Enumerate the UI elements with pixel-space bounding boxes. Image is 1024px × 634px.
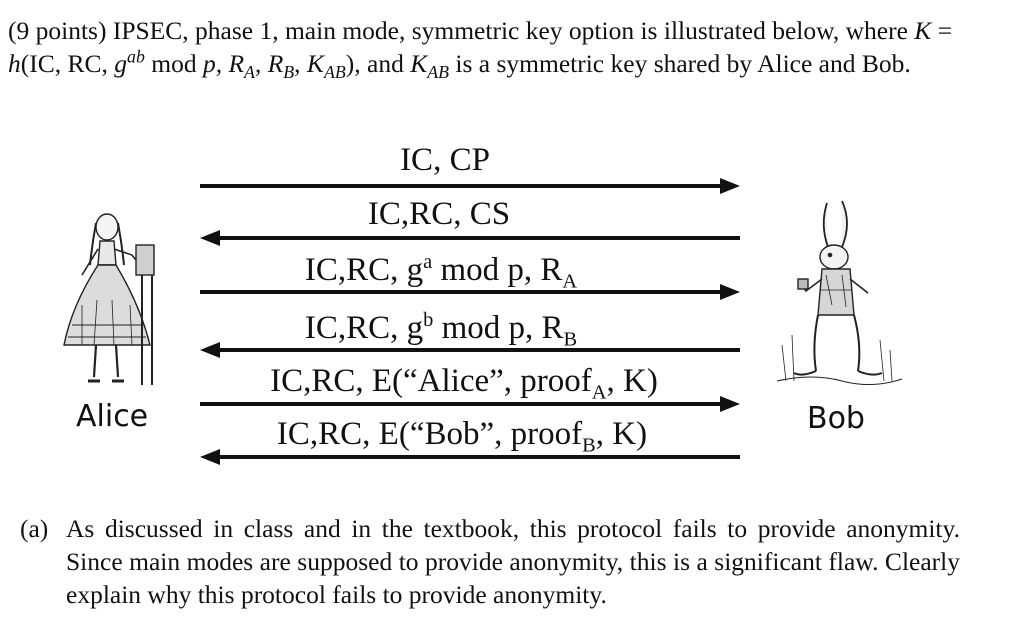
formula-ab: ab xyxy=(127,46,145,67)
formula-close: ), xyxy=(345,49,361,78)
formula-p: p, xyxy=(202,49,223,78)
message-4-label: IC,RC, gb mod p, RB xyxy=(304,309,578,351)
formula-kab-sub: AB xyxy=(323,62,346,83)
formula-g: g xyxy=(114,49,128,78)
message-5-label: IC,RC, E(“Alice”, proofA, K) xyxy=(270,363,658,404)
formula-rb-sub: B xyxy=(283,62,295,83)
question-tag: (a) xyxy=(20,514,49,543)
intro-lead: IPSEC, phase 1, main mode, symmetric key… xyxy=(112,16,908,45)
and-text: and xyxy=(367,49,404,78)
message-1-arrowhead xyxy=(720,178,740,194)
alice-label: Alice xyxy=(76,399,149,434)
bob-label: Bob xyxy=(807,401,865,436)
comma-1: , xyxy=(254,49,262,78)
question-a: (a) As discussed in class and in the tex… xyxy=(20,512,960,611)
formula-ra: R xyxy=(228,49,245,78)
message-6-label: IC,RC, E(“Bob”, proofB, K) xyxy=(276,416,648,457)
comma-2: , xyxy=(294,49,301,78)
bob-rabbit-illustration xyxy=(776,200,903,385)
message-5-arrowhead xyxy=(720,396,740,412)
points: (9 points) xyxy=(8,16,107,45)
question-text: As discussed in class and in the textboo… xyxy=(66,514,960,609)
formula-mod: mod xyxy=(151,49,197,78)
key-kab: K xyxy=(410,49,428,78)
formula-h: h xyxy=(8,49,21,78)
formula-kab: K xyxy=(306,49,324,78)
formula-k: K xyxy=(914,16,932,45)
message-2-arrowhead xyxy=(200,230,220,246)
formula-ra-sub: A xyxy=(244,62,255,83)
message-3-label: IC,RC, ga mod p, RA xyxy=(304,251,578,293)
message-4-arrowhead xyxy=(200,342,220,358)
formula-args: (IC, RC, xyxy=(20,49,108,78)
message-2-label: IC,RC, CS xyxy=(367,196,511,232)
intro-tail: is a symmetric key shared by Alice and B… xyxy=(455,49,911,78)
formula-rb: R xyxy=(267,49,284,78)
formula-eq: = xyxy=(937,16,953,45)
problem-intro: (9 points) IPSEC, phase 1, main mode, sy… xyxy=(8,14,1008,83)
message-3-arrowhead xyxy=(720,284,740,300)
message-1-label: IC, CP xyxy=(400,142,490,178)
alice-illustration xyxy=(63,213,155,385)
key-kab-sub: AB xyxy=(427,62,450,83)
message-6-arrowhead xyxy=(200,449,220,465)
